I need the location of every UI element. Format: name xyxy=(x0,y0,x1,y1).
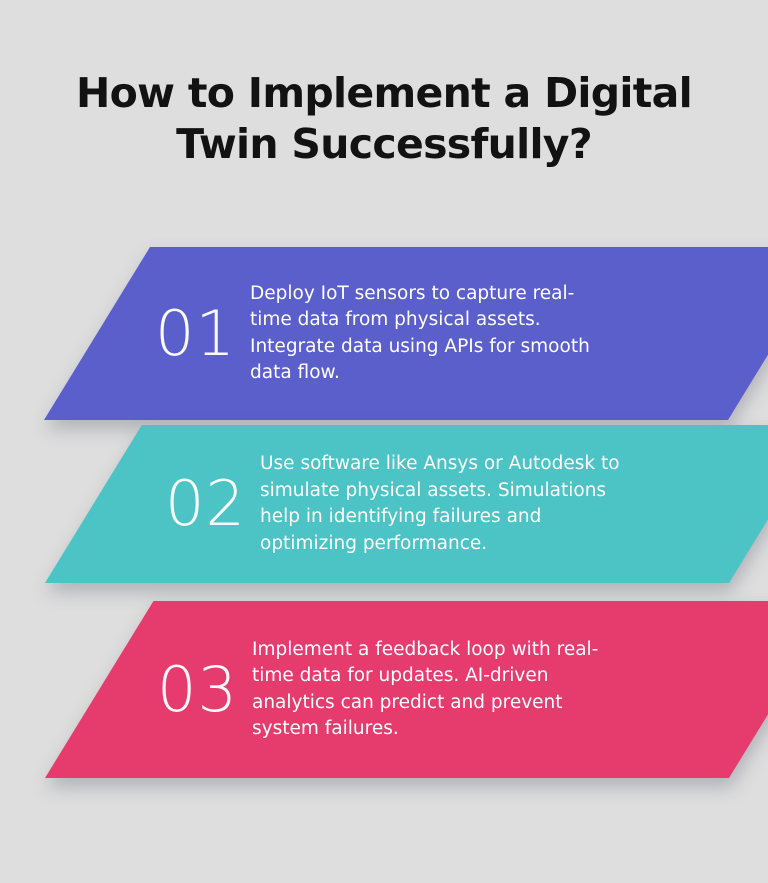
page-title-line-2: Twin Successfully? xyxy=(176,120,593,168)
step-number-03: 03 xyxy=(157,652,238,726)
step-description-03: Implement a feedback loop with real-time… xyxy=(252,638,599,740)
step-banner-03: 03 Implement a feedback loop with real-t… xyxy=(45,601,768,778)
page-title-line-1: How to Implement a Digital xyxy=(76,69,693,117)
step-banner-02: 02 Use software like Ansys or Autodesk t… xyxy=(45,425,768,583)
step-number-01: 01 xyxy=(155,296,236,370)
step-banner-content-01: 01 Deploy IoT sensors to capture real-ti… xyxy=(44,247,768,420)
step-banner-content-03: 03 Implement a feedback loop with real-t… xyxy=(45,601,768,778)
step-number-02: 02 xyxy=(165,467,246,540)
step-description-02: Use software like Ansys or Autodesk to s… xyxy=(260,453,620,554)
page-title: How to Implement a Digital Twin Successf… xyxy=(54,68,714,170)
step-banner-01: 01 Deploy IoT sensors to capture real-ti… xyxy=(44,247,768,420)
step-description-01: Deploy IoT sensors to capture real-time … xyxy=(250,282,590,384)
step-banner-content-02: 02 Use software like Ansys or Autodesk t… xyxy=(45,425,768,583)
